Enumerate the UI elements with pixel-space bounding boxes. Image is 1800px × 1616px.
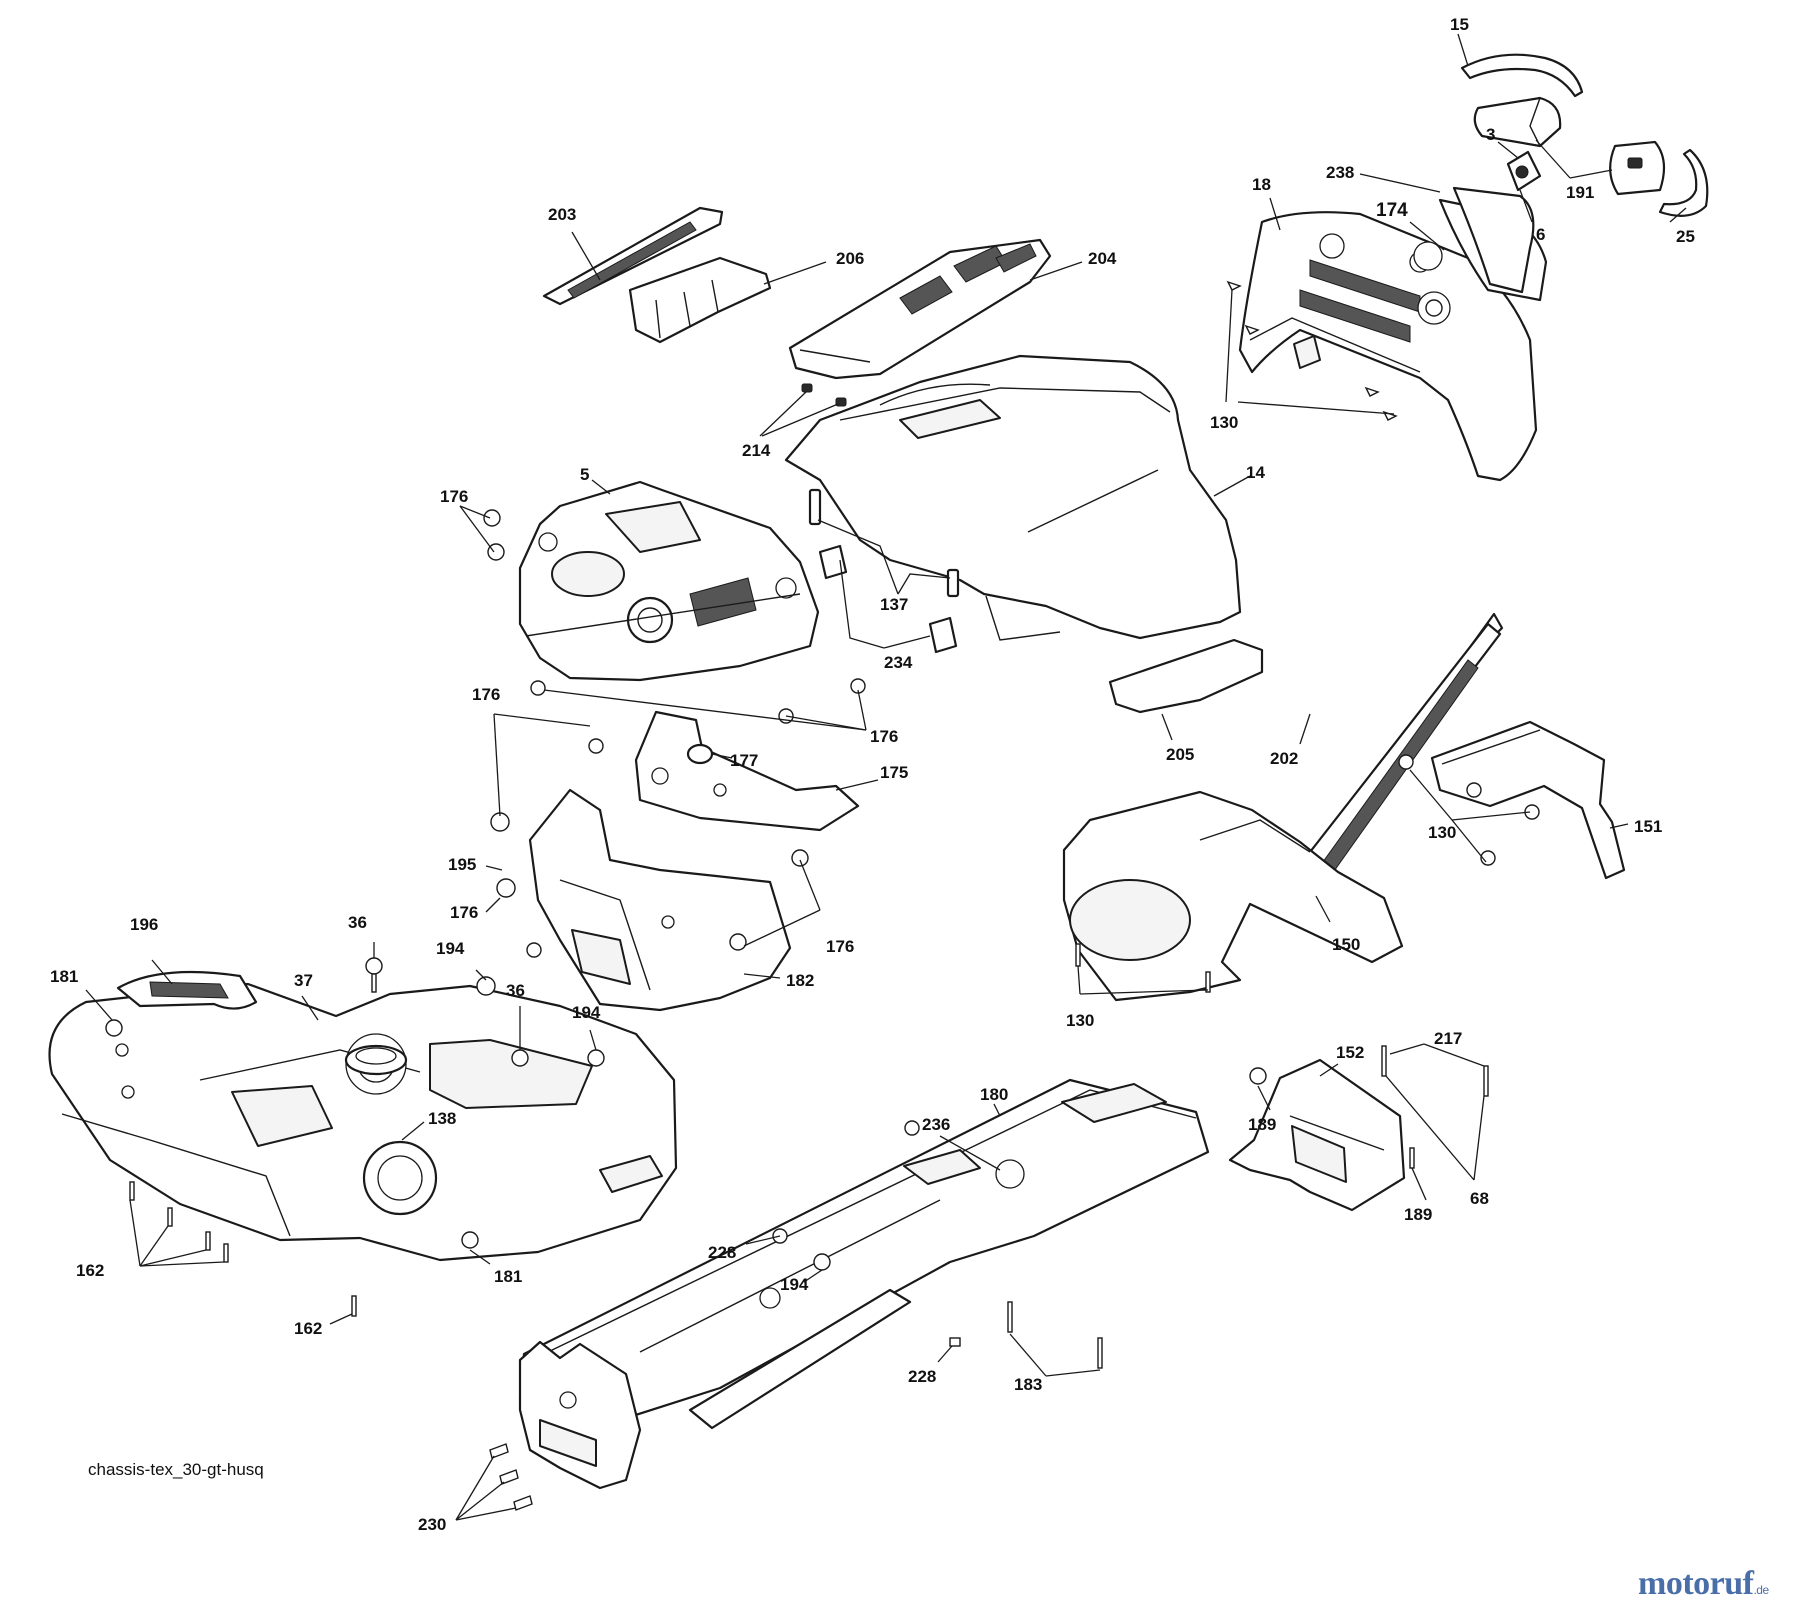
callout-175: 175 [880,763,908,782]
part-152-guard [1228,1058,1406,1212]
part-202-grille [1290,612,1504,906]
callout-196: 196 [130,915,158,934]
part-151-bracket [1430,720,1626,880]
part-191-cap-upper [1473,96,1562,148]
callout-206: 206 [836,249,864,268]
callout-217: 217 [1434,1029,1462,1048]
callout-180: 180 [980,1085,1008,1104]
part-214-clips [801,383,847,407]
watermark-name: motoruf [1638,1565,1754,1602]
part-182-lower-dash [528,788,792,1012]
callout-36-a: 36 [348,913,367,932]
callout-181-a: 181 [50,967,78,986]
watermark-logo: motoruf.de [1638,1565,1769,1603]
part-15-strip [1460,53,1584,98]
callout-130-right: 130 [1428,823,1456,842]
callout-3: 3 [1486,125,1495,144]
callout-162-a: 162 [76,1261,104,1280]
callout-152: 152 [1336,1043,1364,1062]
callout-230: 230 [418,1515,446,1534]
callout-181-b: 181 [494,1267,522,1286]
callout-37: 37 [294,971,313,990]
callout-177: 177 [730,751,758,770]
callout-130-top: 130 [1210,413,1238,432]
callout-14: 14 [1246,463,1265,482]
part-204-hood-vent [788,238,1052,380]
callout-194-c: 194 [780,1275,809,1294]
part-137-pads [808,488,960,598]
callout-189-b: 189 [1404,1205,1432,1224]
callout-137: 137 [880,595,908,614]
callout-194-a: 194 [436,939,465,958]
callout-176-c: 176 [870,727,898,746]
callout-234: 234 [884,653,913,672]
callout-25: 25 [1676,227,1695,246]
part-5-dash-panel [518,480,820,682]
callout-5: 5 [580,465,589,484]
callout-182: 182 [786,971,814,990]
callout-228-a: 228 [708,1243,736,1262]
part-14-hood [784,354,1242,641]
diagram-caption: chassis-tex_30-gt-husq [88,1460,264,1479]
callout-176-d: 176 [450,903,478,922]
callout-183: 183 [1014,1375,1042,1394]
part-175-bracket [634,710,860,832]
part-196-seat-handle [116,970,258,1010]
part-206-duct [628,256,772,344]
callout-151: 151 [1634,817,1662,836]
callout-labels: 15 3 191 25 6 238 18 174 130 203 206 204… [50,15,1695,1534]
callout-191: 191 [1566,183,1594,202]
watermark-suffix: .de [1753,1583,1769,1597]
part-25-strip [1658,148,1709,217]
callout-189-a: 189 [1248,1115,1276,1134]
callout-214: 214 [742,441,771,460]
part-177-knob [686,743,714,765]
part-238-bezel [1452,186,1535,294]
callout-174: 174 [1376,200,1408,221]
callout-238: 238 [1326,163,1354,182]
callout-204: 204 [1088,249,1117,268]
callout-15: 15 [1450,15,1469,34]
callout-162-b: 162 [294,1319,322,1338]
callout-195: 195 [448,855,476,874]
callout-228-b: 228 [908,1367,936,1386]
part-138-fuel-cap [344,1044,408,1076]
callout-176-a: 176 [440,487,468,506]
callout-194-b: 194 [572,1003,601,1022]
callout-236: 236 [922,1115,950,1134]
callout-202: 202 [1270,749,1298,768]
leader-lines [85,33,1687,1521]
callout-203: 203 [548,205,576,224]
part-150-shroud [1062,790,1404,1002]
callout-138: 138 [428,1109,456,1128]
callout-150: 150 [1332,935,1360,954]
part-3-lamp [1506,150,1542,192]
callout-6: 6 [1536,225,1545,244]
callout-176-b: 176 [472,685,500,704]
part-191-cap-lower [1609,140,1666,196]
callout-68: 68 [1470,1189,1489,1208]
callout-176-e: 176 [826,937,854,956]
part-205-trim [1108,638,1264,714]
part-234-pads [818,544,958,654]
callout-130-bottom: 130 [1066,1011,1094,1030]
part-37-fender-deck [48,982,678,1262]
callout-205: 205 [1166,745,1194,764]
part-180-front-plate [518,1340,642,1490]
part-180-frame [518,1078,1210,1442]
fasteners [105,280,1540,1511]
callout-18: 18 [1252,175,1271,194]
callout-36-b: 36 [506,981,525,1000]
